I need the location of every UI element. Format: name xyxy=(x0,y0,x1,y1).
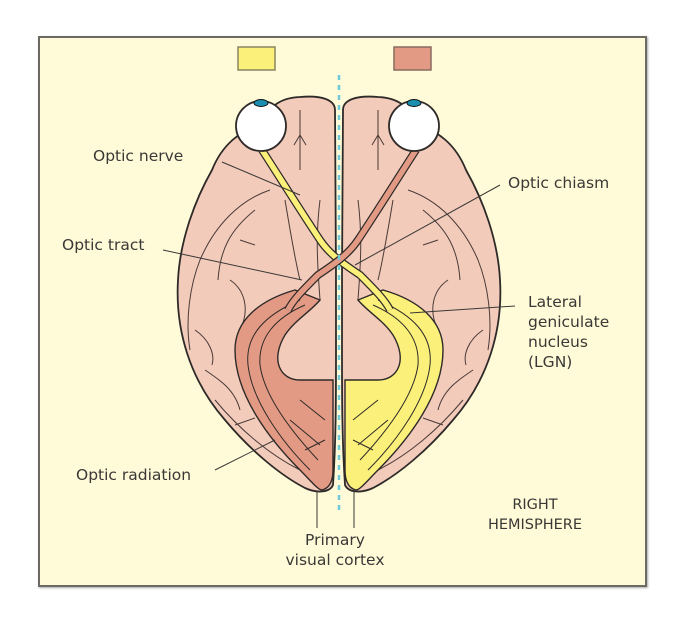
left-eye xyxy=(235,99,287,152)
label-lgn-line3: nucleus xyxy=(528,333,588,351)
label-lgn-line2: geniculate xyxy=(528,313,610,331)
label-hemisphere-line2: HEMISPHERE xyxy=(487,517,583,533)
right-optic-radiation xyxy=(344,289,444,491)
label-optic-chiasm: Optic chiasm xyxy=(508,174,610,192)
right-eye xyxy=(388,99,440,152)
label-lgn-line1: Lateral xyxy=(528,293,582,311)
radiation-fibers xyxy=(247,299,431,471)
label-lgn-line4: (LGN) xyxy=(528,353,573,371)
label-hemisphere-line1: RIGHT xyxy=(512,497,558,513)
label-optic-radiation: Optic radiation xyxy=(76,466,192,484)
legend-salmon-box xyxy=(393,46,432,71)
gyri-lines xyxy=(187,110,491,471)
label-optic-tract: Optic tract xyxy=(62,236,145,254)
legend-yellow-box xyxy=(237,46,276,71)
label-optic-nerve: Optic nerve xyxy=(93,147,184,165)
label-cortex-line2: visual cortex xyxy=(285,551,385,569)
optic-pathways xyxy=(258,147,420,312)
label-cortex-line1: Primary xyxy=(305,531,365,549)
left-optic-radiation xyxy=(234,289,334,491)
leader-lines xyxy=(162,161,516,528)
